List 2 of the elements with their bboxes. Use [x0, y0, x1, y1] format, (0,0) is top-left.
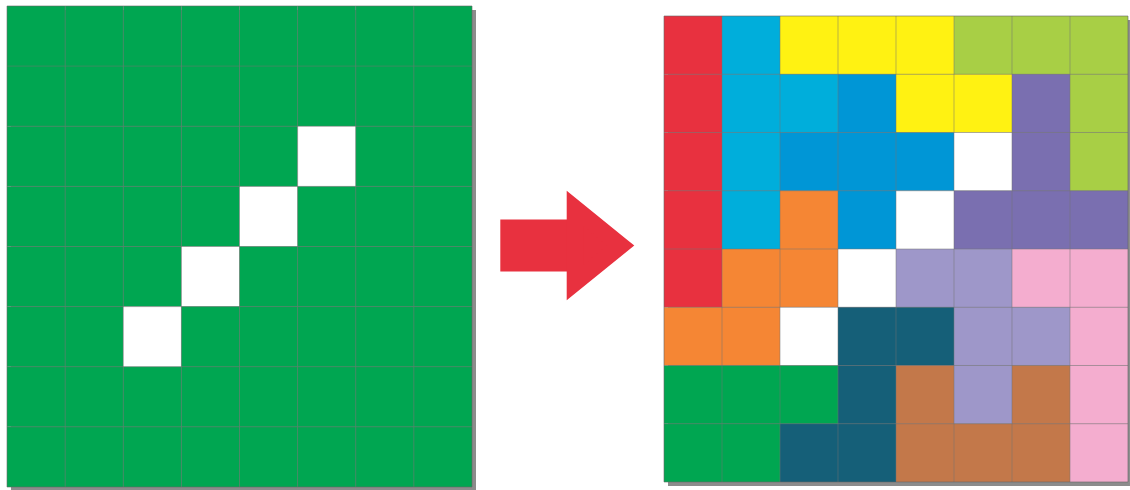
tile-grid-drawing [6, 5, 476, 490]
tile-grid-drawing [663, 15, 1130, 486]
